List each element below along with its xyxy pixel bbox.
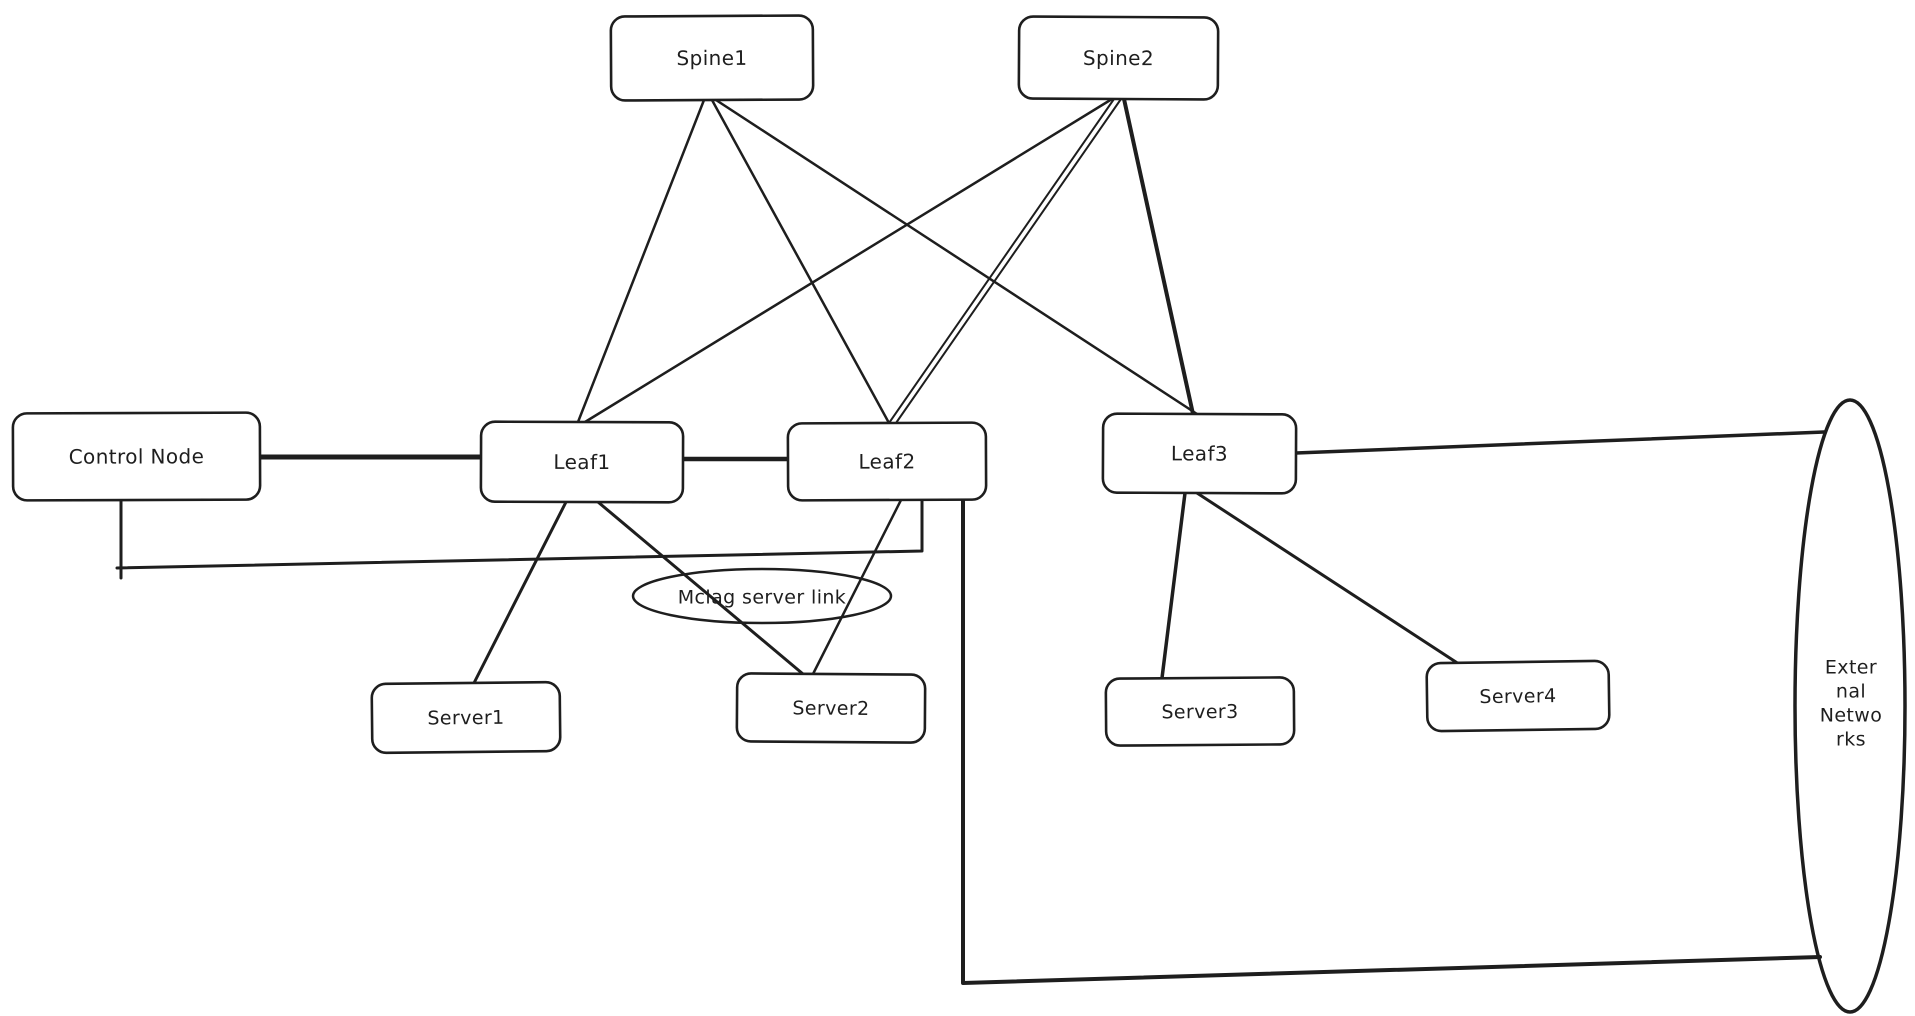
node-server3: Server3 xyxy=(1104,676,1296,747)
node-box-server1 xyxy=(370,680,562,755)
node-box-spine2 xyxy=(1017,15,1220,101)
node-spine1: Spine1 xyxy=(609,14,815,102)
ellipse-label-mclag-server-link-line1: Mclag server link xyxy=(678,587,846,609)
node-label-leaf1: Leaf1 xyxy=(553,450,610,474)
node-box-server3 xyxy=(1104,676,1296,747)
node-label-server3: Server3 xyxy=(1161,701,1238,724)
ellipse-label-external-networks-line2: nal xyxy=(1836,681,1866,703)
node-label-spine2: Spine2 xyxy=(1083,46,1154,70)
ellipse-shape-external-networks xyxy=(1793,398,1907,1014)
edge-leaf2-server2 xyxy=(811,498,903,676)
edge-spine1-leaf1 xyxy=(576,98,706,424)
node-leaf1: Leaf1 xyxy=(479,420,685,504)
node-label-server2: Server2 xyxy=(792,697,869,720)
ellipse-label-external-networks-line4: rks xyxy=(1836,729,1866,751)
node-leaf2: Leaf2 xyxy=(786,421,988,502)
ellipse-label-external-networks-line3: Netwo xyxy=(1820,705,1883,727)
node-box-leaf2 xyxy=(786,421,988,502)
node-label-leaf3: Leaf3 xyxy=(1171,441,1228,465)
node-control-node: Control Node xyxy=(11,411,262,502)
node-label-control-node: Control Node xyxy=(69,444,205,468)
node-server1: Server1 xyxy=(370,680,562,755)
node-spine2: Spine2 xyxy=(1017,15,1220,101)
edge-leaf2-external xyxy=(961,497,1822,985)
edge-spine1-leaf2 xyxy=(710,98,891,425)
edge-spine2-leaf2-stroke1 xyxy=(888,98,1115,424)
node-box-server4 xyxy=(1425,659,1611,733)
node-box-server2 xyxy=(735,672,927,744)
ellipse-mclag-server-link: Mclag server link xyxy=(631,567,893,625)
ellipse-shape-mclag-server-link xyxy=(631,567,893,625)
edge-controlnode-leaf2 xyxy=(115,498,924,570)
edge-leaf3-server3 xyxy=(1160,491,1187,680)
node-leaf3: Leaf3 xyxy=(1101,412,1298,495)
edge-spine1-leaf3 xyxy=(714,98,1199,416)
ellipse-label-external-networks-line1: Exter xyxy=(1825,657,1877,679)
edge-leaf1-server2 xyxy=(596,500,805,676)
edge-spine2-leaf3 xyxy=(1122,97,1195,416)
node-box-leaf3 xyxy=(1101,412,1298,495)
node-label-server4: Server4 xyxy=(1479,685,1557,708)
edge-spine2-leaf1 xyxy=(583,97,1114,424)
edge-leaf1-server1 xyxy=(472,500,568,685)
node-box-spine1 xyxy=(609,14,815,102)
node-box-control-node xyxy=(11,411,262,502)
node-label-spine1: Spine1 xyxy=(676,46,747,70)
node-server2: Server2 xyxy=(735,672,927,744)
node-box-leaf1 xyxy=(479,420,685,504)
node-label-server1: Server1 xyxy=(427,707,504,730)
edge-spine2-leaf2-stroke2 xyxy=(895,98,1122,424)
edge-leaf3-server4 xyxy=(1195,491,1464,668)
edge-leaf3-external xyxy=(1294,430,1826,455)
node-label-leaf2: Leaf2 xyxy=(858,449,915,473)
node-server4: Server4 xyxy=(1425,659,1611,733)
